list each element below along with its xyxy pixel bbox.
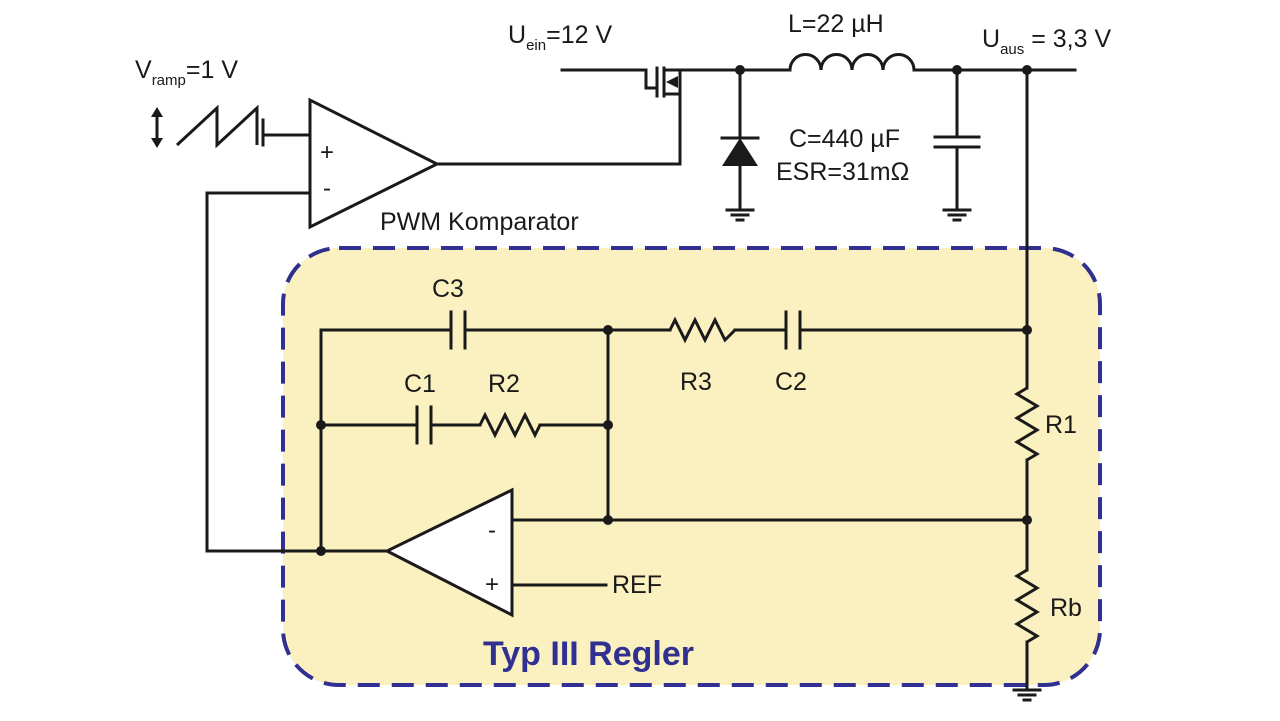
inductor (788, 53, 916, 71)
junction-c3-left (316, 420, 326, 430)
c1-label: C1 (404, 370, 436, 398)
r3-label: R3 (680, 368, 712, 396)
r1-label: R1 (1045, 411, 1077, 439)
junction-ea-inv (603, 515, 613, 525)
ramp-sawtooth-icon (175, 104, 265, 149)
rb-label: Rb (1050, 594, 1082, 622)
capacitor-label: C=440 µF (789, 125, 900, 153)
c3-capacitor (449, 310, 467, 350)
u-aus-label: Uaus = 3,3 V (982, 25, 1111, 58)
pwm-comparator (308, 97, 441, 230)
ramp-arrow-icon (151, 107, 163, 148)
junction-r2-right (603, 420, 613, 430)
esr-label: ESR=31mΩ (776, 158, 909, 186)
c3-label: C3 (432, 275, 464, 303)
divider-ground-icon (1012, 688, 1042, 702)
error-amplifier (383, 487, 514, 618)
c2-label: C2 (775, 368, 807, 396)
junction-c3-right (603, 325, 613, 335)
junction-r1-top (1022, 325, 1032, 335)
inductor-label: L=22 µH (788, 10, 884, 38)
u-ein-label: Uein=12 V (508, 21, 612, 54)
pwm-minus-sign: - (323, 175, 331, 202)
ref-label: REF (612, 571, 662, 599)
mosfet-switch (644, 66, 682, 166)
ea-minus-sign: - (488, 517, 496, 544)
junction-ea-out (316, 546, 326, 556)
r2-label: R2 (488, 370, 520, 398)
regulator-title: Typ III Regler (483, 635, 694, 673)
c1-r2-branch (319, 405, 610, 445)
junction-r1-bottom (1022, 515, 1032, 525)
r3-c2-branch (606, 310, 1029, 350)
v-ramp-label: Vramp=1 V (135, 56, 238, 89)
output-capacitor (933, 68, 981, 212)
type3-regulator-region (281, 246, 1102, 687)
freewheel-diode (720, 68, 760, 212)
ea-plus-sign: + (485, 571, 499, 598)
feedback-wire (205, 191, 389, 553)
cap-ground-icon (942, 208, 972, 222)
pwm-comparator-label: PWM Komparator (380, 208, 579, 236)
pwm-plus-sign: + (320, 139, 334, 166)
diode-ground-icon (725, 208, 755, 222)
